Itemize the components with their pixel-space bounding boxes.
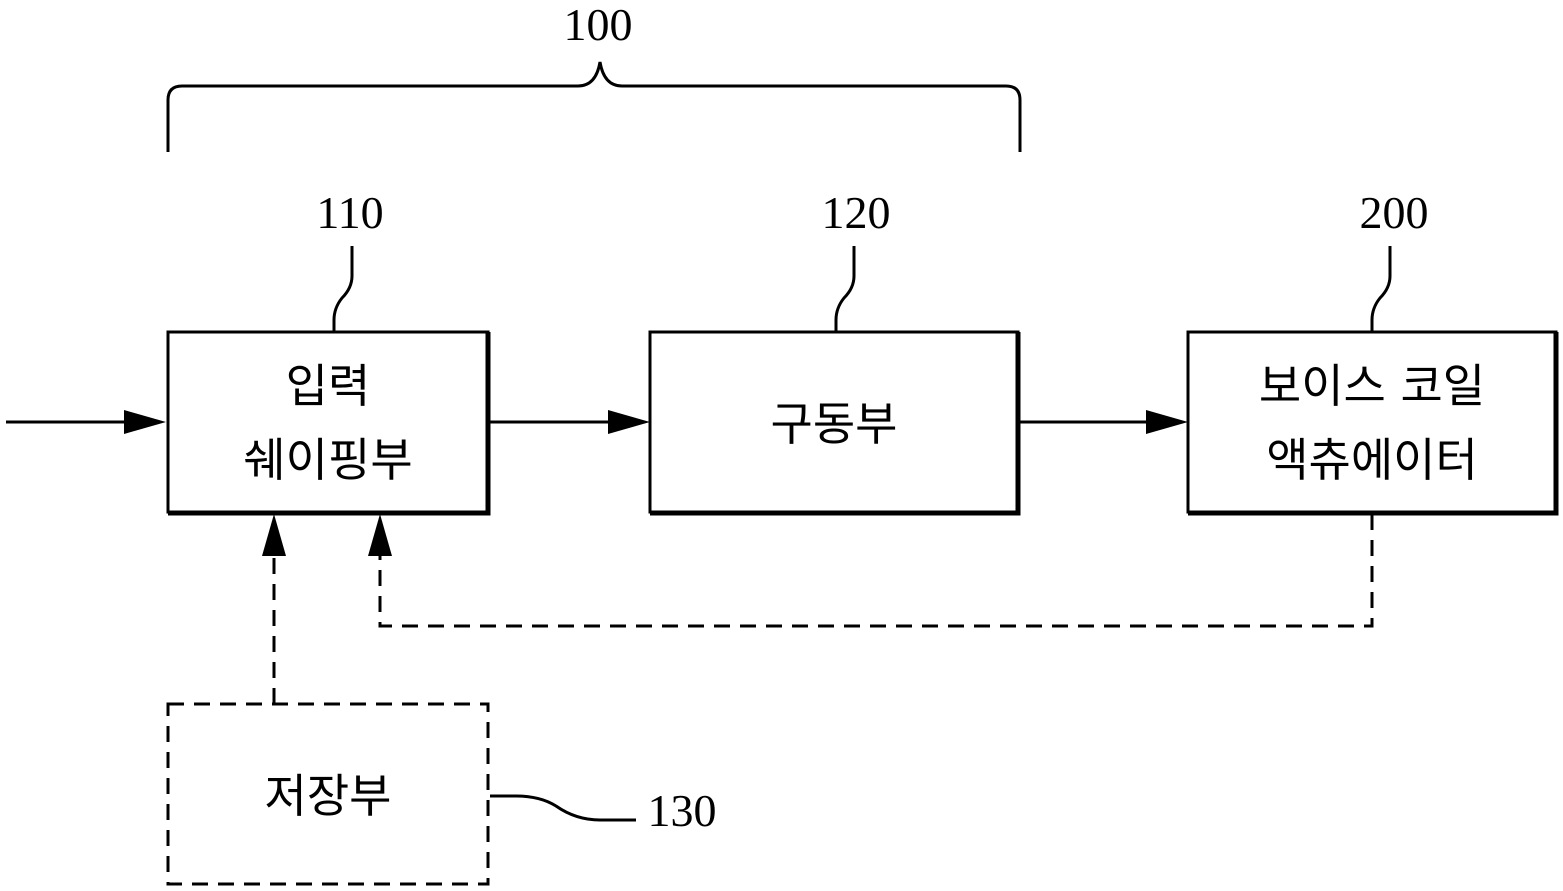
- input-shaping-ref-label: 110: [316, 187, 383, 238]
- storage-arrowhead: [262, 514, 286, 556]
- feedback-dashed-path: [380, 514, 1372, 626]
- actuator-label-line1: 보이스 코일: [1259, 359, 1485, 413]
- group-brace: [168, 62, 1020, 152]
- input-shaping-label-line1: 입력: [286, 359, 371, 413]
- storage-leader-line: [490, 796, 636, 820]
- driver-ref-label: 120: [822, 187, 891, 238]
- driver-leader-line: [836, 246, 854, 332]
- shaping-to-driver-arrowhead: [608, 410, 650, 434]
- input-shaping-label-line2: 쉐이핑부: [243, 433, 412, 487]
- input-signal-arrowhead: [124, 410, 166, 434]
- group-ref-label: 100: [564, 0, 633, 50]
- driver-label: 구동부: [771, 397, 898, 451]
- feedback-arrowhead: [368, 514, 392, 556]
- storage-label: 저장부: [265, 769, 392, 823]
- actuator-leader-line: [1372, 246, 1390, 332]
- actuator-label-line2: 액츄에이터: [1266, 433, 1478, 487]
- actuator-ref-label: 200: [1360, 187, 1429, 238]
- storage-ref-label: 130: [648, 785, 717, 836]
- input-shaping-leader-line: [334, 246, 352, 332]
- driver-to-actuator-arrowhead: [1146, 410, 1188, 434]
